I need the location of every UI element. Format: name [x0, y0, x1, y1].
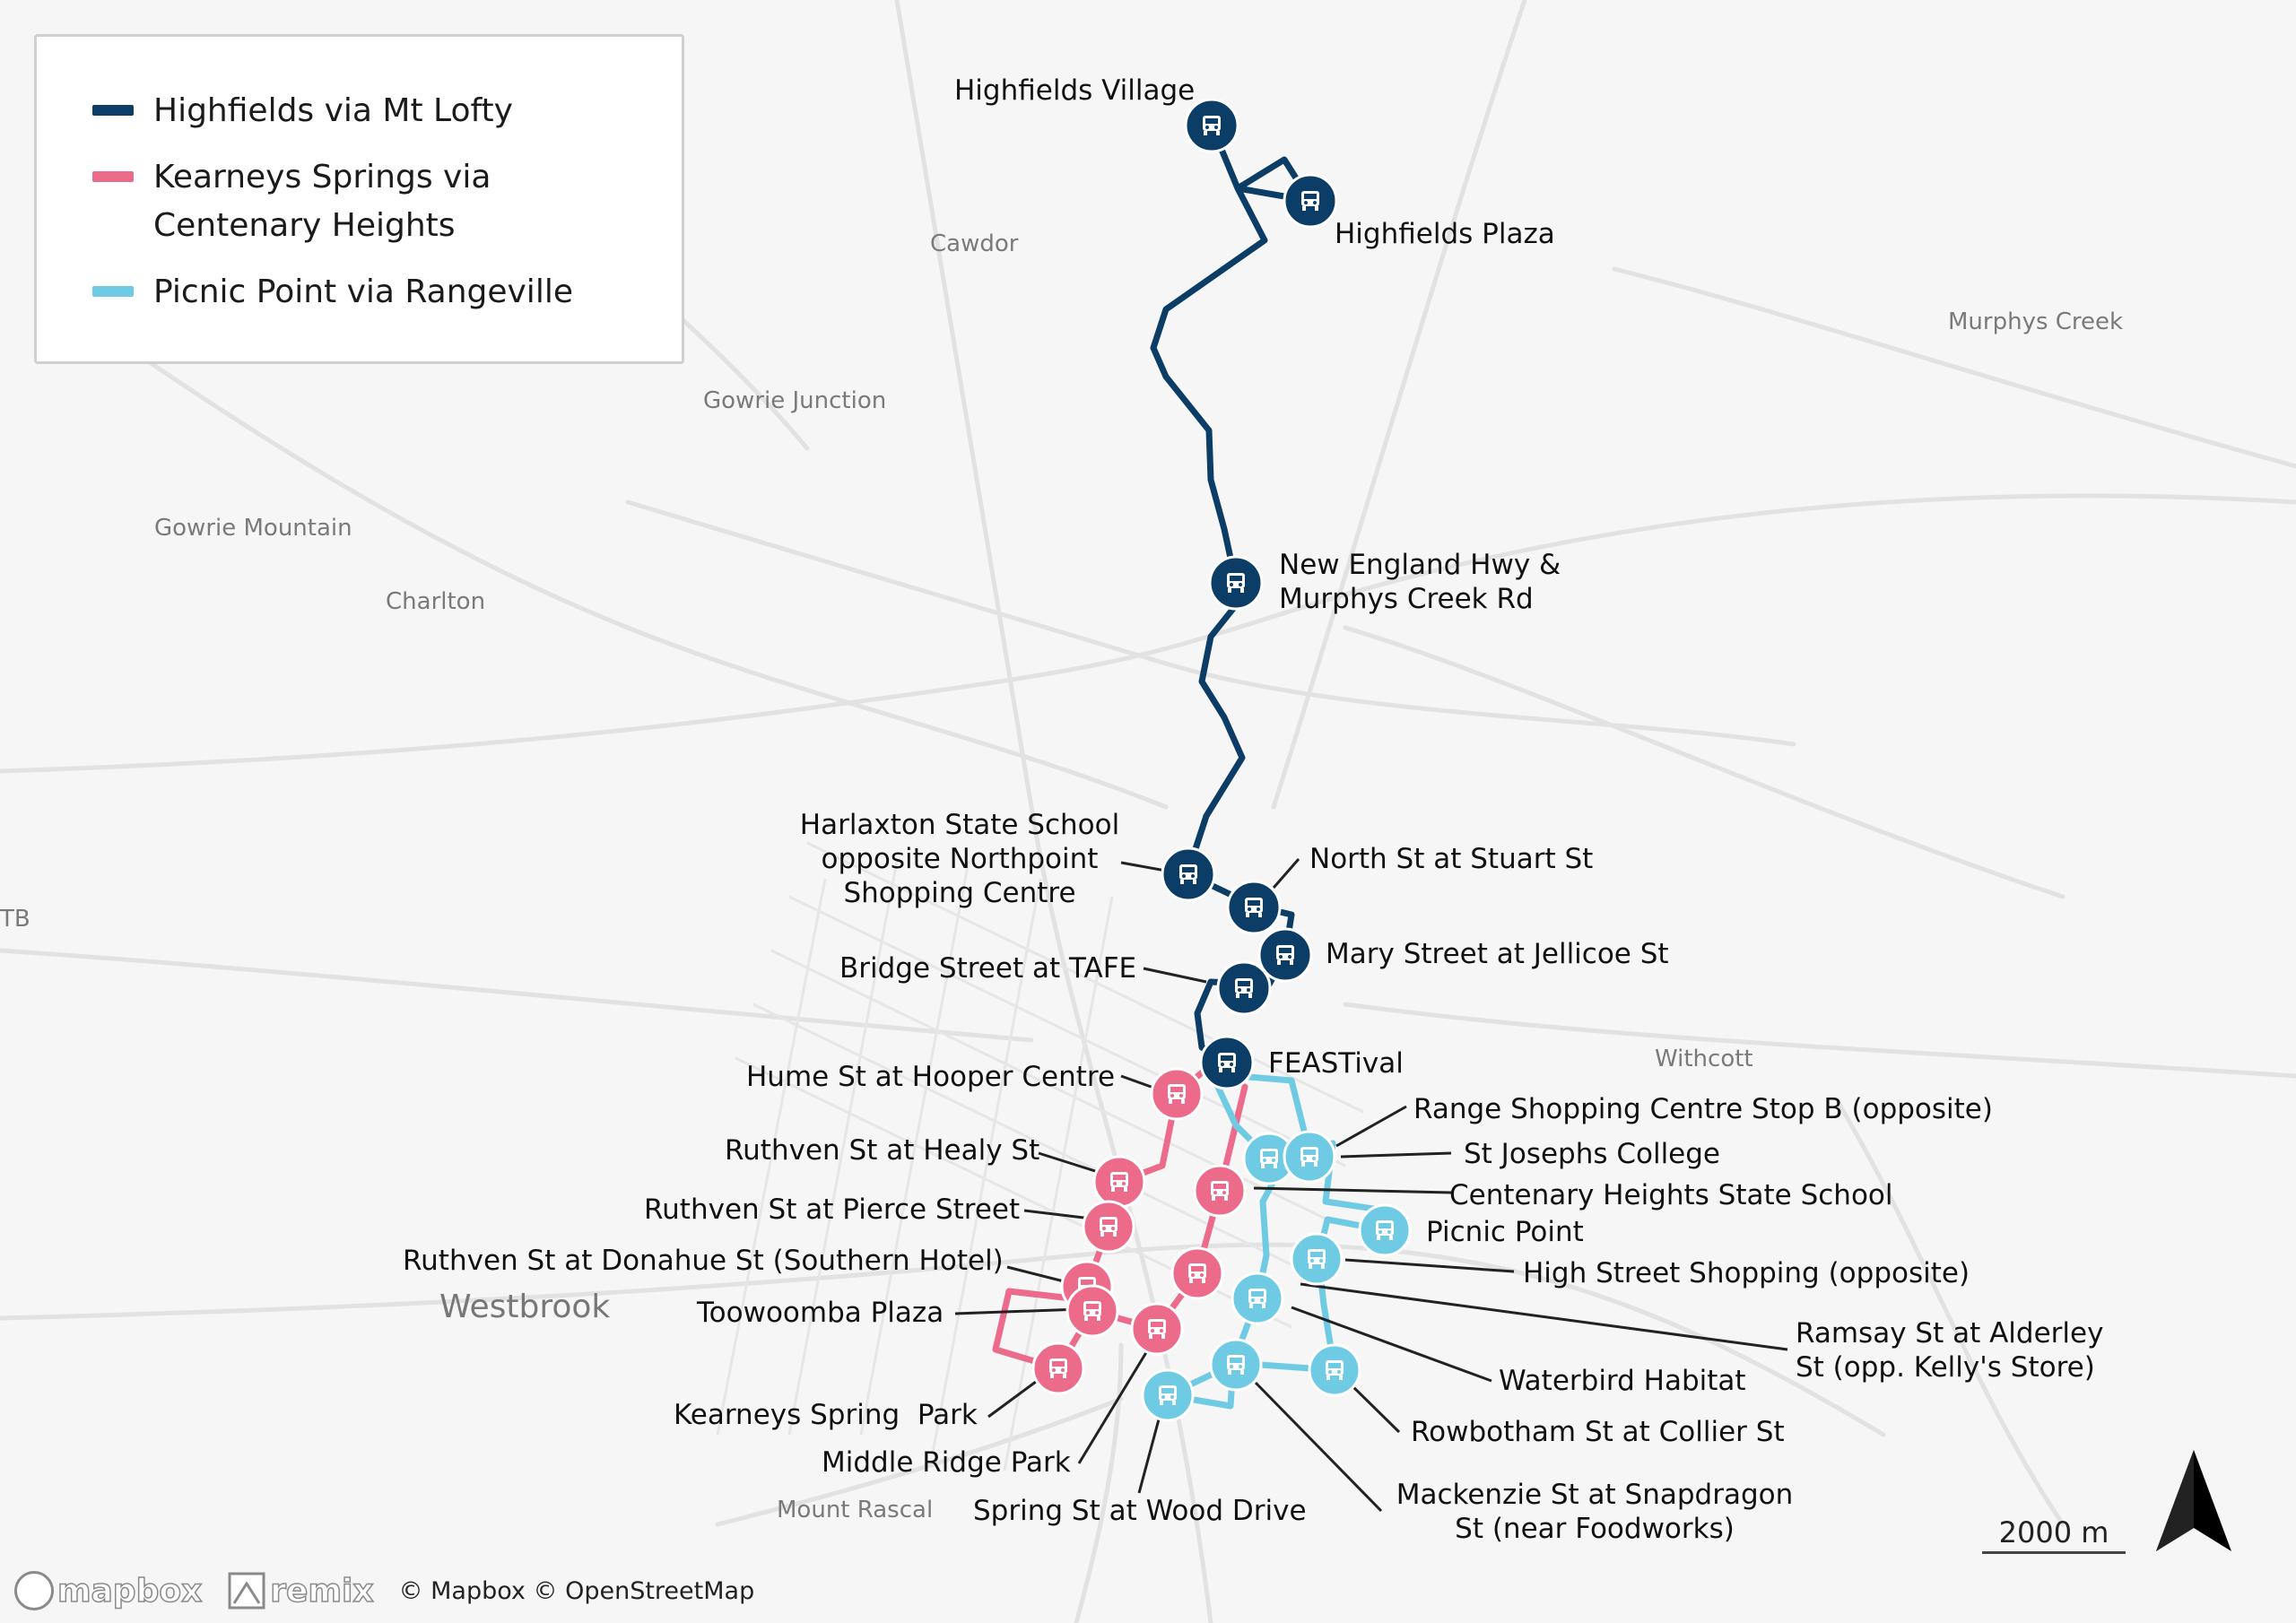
- place-label: TB: [0, 906, 30, 933]
- stop-label-hume-st: Hume St at Hooper Centre: [746, 1061, 1116, 1093]
- stop-label-ruthven-donahue: Ruthven St at Donahue St (Southern Hotel…: [403, 1245, 1004, 1277]
- legend-label: Picnic Point via Rangeville: [153, 273, 573, 310]
- scale-label: 2000 m: [1998, 1515, 2109, 1549]
- stop-label-highfields-plaza: Highfields Plaza: [1335, 218, 1555, 250]
- stop-marker-waterbird: [1209, 1338, 1263, 1392]
- legend-item-highfields[interactable]: Highfields via Mt Lofty: [92, 87, 656, 135]
- legend-label: Kearneys Springs via Centenary Heights: [153, 159, 491, 244]
- stop-marker-centenary-heights: [1193, 1164, 1247, 1218]
- place-label: Westbrook: [439, 1289, 611, 1325]
- legend-label: Highfields via Mt Lofty: [153, 92, 513, 129]
- stop-label-mackenzie: Mackenzie St at Snapdragon St (near Food…: [1396, 1479, 1794, 1545]
- stop-label-highfields-village: Highfields Village: [954, 74, 1196, 107]
- stop-marker-high-street-pink: [1170, 1246, 1224, 1300]
- legend: Highfields via Mt Lofty Kearneys Springs…: [34, 34, 684, 364]
- stop-marker-ruthven-healy: [1092, 1155, 1146, 1209]
- stop-label-spring-st: Spring St at Wood Drive: [973, 1495, 1307, 1527]
- stop-label-middle-ridge: Middle Ridge Park: [822, 1446, 1071, 1479]
- north-arrow-icon: [2156, 1450, 2231, 1551]
- remix-logo[interactable]: remix: [227, 1571, 375, 1610]
- stop-label-new-england-hwy: New England Hwy & Murphys Creek Rd: [1279, 549, 1561, 615]
- stop-marker-kearneys-park: [1031, 1341, 1085, 1395]
- stop-marker-mary-st: [1257, 927, 1313, 983]
- stop-marker-harlaxton: [1161, 846, 1216, 902]
- stop-marker-high-street: [1290, 1232, 1344, 1286]
- scale-bar: [1982, 1551, 2126, 1554]
- street-grid: [716, 841, 1364, 1471]
- legend-swatch: [92, 105, 134, 116]
- remix-icon: [228, 1572, 265, 1610]
- stop-marker-new-england-hwy: [1208, 555, 1264, 611]
- stop-marker-feastival: [1199, 1035, 1255, 1090]
- stop-marker-bridge-st: [1216, 960, 1272, 1016]
- stop-label-high-street: High Street Shopping (opposite): [1523, 1257, 1970, 1289]
- stop-label-toowoomba-plaza: Toowoomba Plaza: [697, 1297, 944, 1329]
- stop-label-ruthven-pierce: Ruthven St at Pierce Street: [644, 1193, 1021, 1226]
- stop-label-kearneys-park: Kearneys Spring Park: [674, 1399, 978, 1431]
- stop-marker-ruthven-pierce: [1082, 1200, 1135, 1254]
- stop-label-st-josephs: St Josephs College: [1464, 1138, 1721, 1170]
- stop-label-picnic-point: Picnic Point: [1426, 1216, 1584, 1248]
- stop-label-waterbird: Waterbird Habitat: [1499, 1365, 1746, 1397]
- stop-marker-north-st: [1226, 880, 1282, 935]
- place-label: Gowrie Mountain: [154, 515, 352, 542]
- stop-marker-highfields-village: [1184, 98, 1239, 153]
- stop-marker-picnic-point: [1358, 1203, 1412, 1257]
- place-label: Charlton: [386, 588, 486, 615]
- stop-markers: [1031, 98, 1412, 1422]
- legend-swatch: [92, 286, 134, 297]
- stop-marker-highfields-plaza: [1283, 173, 1338, 229]
- place-label: Mount Rascal: [777, 1497, 934, 1523]
- legend-swatch: [92, 171, 134, 182]
- place-label: Gowrie Junction: [703, 387, 887, 414]
- stop-label-ruthven-healy: Ruthven St at Healy St: [725, 1134, 1040, 1167]
- place-label: Murphys Creek: [1948, 308, 2124, 335]
- stop-label-centenary-heights: Centenary Heights State School: [1449, 1179, 1893, 1211]
- place-label: Cawdor: [930, 230, 1019, 257]
- stop-label-ramsay-st: Ramsay St at Alderley St (opp. Kelly's S…: [1796, 1317, 2104, 1384]
- stop-marker-middle-ridge: [1130, 1302, 1184, 1356]
- stop-marker-range-shopping: [1283, 1130, 1336, 1184]
- mapbox-logo[interactable]: mapbox: [14, 1571, 203, 1610]
- stop-marker-rowbotham: [1308, 1343, 1361, 1397]
- mapbox-icon: [14, 1571, 54, 1610]
- place-label: Withcott: [1655, 1046, 1753, 1072]
- stop-marker-toowoomba-plaza: [1065, 1284, 1119, 1338]
- stop-marker-ramsay-st: [1231, 1271, 1284, 1325]
- stop-label-feastival: FEASTival: [1268, 1047, 1404, 1080]
- remix-logo-text: remix: [270, 1572, 375, 1610]
- stop-label-harlaxton: Harlaxton State School opposite Northpoi…: [799, 809, 1120, 909]
- legend-item-picnic[interactable]: Picnic Point via Rangeville: [92, 268, 656, 317]
- stop-label-bridge-st: Bridge Street at TAFE: [839, 952, 1137, 985]
- mapbox-logo-text: mapbox: [57, 1572, 203, 1610]
- stop-marker-hume-st: [1150, 1067, 1204, 1121]
- stop-label-rowbotham: Rowbotham St at Collier St: [1411, 1416, 1785, 1448]
- stop-label-range-shopping: Range Shopping Centre Stop B (opposite): [1413, 1093, 1993, 1125]
- attribution-text[interactable]: © Mapbox © OpenStreetMap: [398, 1576, 755, 1605]
- leader-lines: [954, 858, 1788, 1513]
- stop-label-mary-st: Mary Street at Jellicoe St: [1326, 938, 1669, 970]
- stop-marker-spring-st: [1141, 1368, 1195, 1422]
- stop-label-north-st: North St at Stuart St: [1309, 843, 1594, 875]
- legend-item-kearneys[interactable]: Kearneys Springs via Centenary Heights: [92, 153, 530, 250]
- attribution: mapbox remix © Mapbox © OpenStreetMap: [14, 1567, 754, 1614]
